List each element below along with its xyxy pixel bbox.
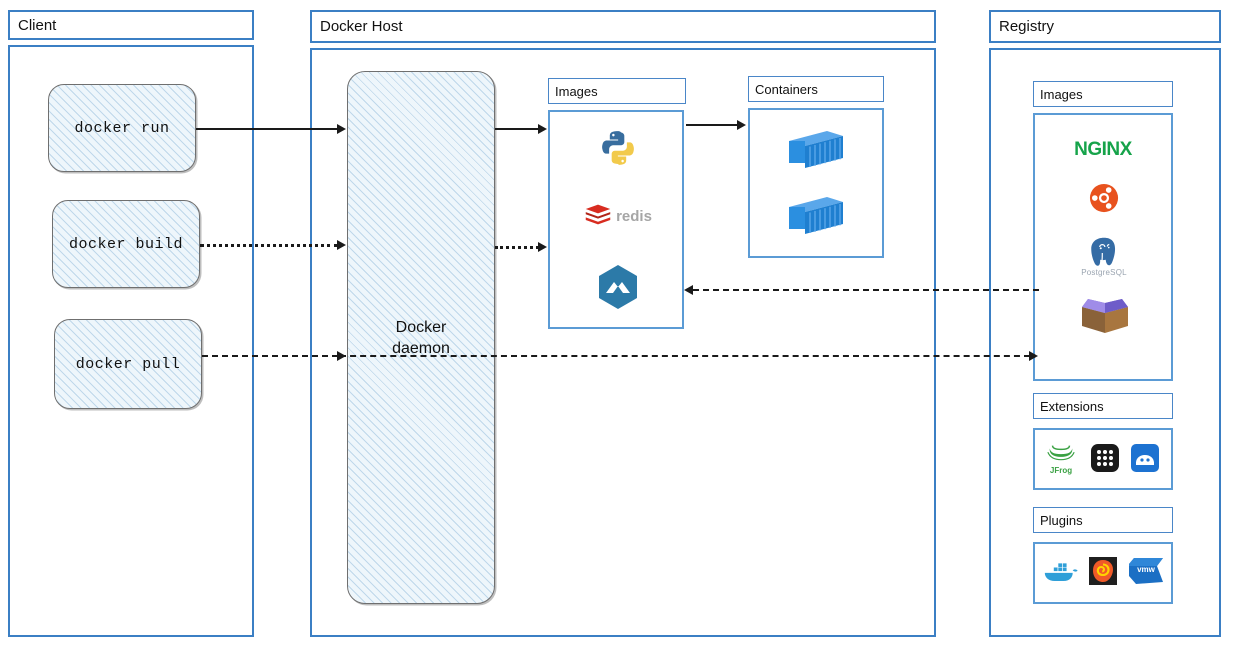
container-icon xyxy=(786,194,846,236)
jfrog-logo-icon: JFrog xyxy=(1044,440,1078,478)
docker-host-panel-title: Docker Host xyxy=(310,10,936,43)
arrowhead-images-to-containers xyxy=(737,120,746,130)
redis-wordmark: redis xyxy=(616,207,652,225)
connector-run-to-daemon xyxy=(196,128,338,130)
ubuntu-logo-icon xyxy=(1088,182,1120,214)
vmware-logo-icon: vmw xyxy=(1126,554,1166,588)
arrowhead-pull-to-registry xyxy=(1029,351,1038,361)
registry-title-label: Registry xyxy=(999,18,1055,35)
command-label: docker pull xyxy=(75,355,181,373)
postgresql-wordmark: PostgreSQL xyxy=(1081,267,1127,277)
nginx-wordmark: NGINX xyxy=(1074,139,1132,160)
package-box-icon xyxy=(1077,292,1133,338)
registry-plugins-title: Plugins xyxy=(1033,507,1173,533)
docker-daemon-label-line1: Docker xyxy=(395,318,447,336)
containers-title: Containers xyxy=(748,76,884,102)
docker-host-title-label: Docker Host xyxy=(320,18,403,35)
grafana-logo-icon xyxy=(1088,556,1118,586)
connector-registry-to-images xyxy=(693,289,1039,291)
client-title-label: Client xyxy=(18,16,57,34)
arrowhead-daemon-to-images-dotted xyxy=(538,242,547,252)
host-images-title: Images xyxy=(548,78,686,104)
client-panel-title: Client xyxy=(8,10,254,40)
host-images-title-label: Images xyxy=(555,83,598,99)
svg-text:vmw: vmw xyxy=(1137,565,1156,574)
command-label: docker run xyxy=(74,119,170,137)
arrowhead-daemon-to-images xyxy=(538,124,547,134)
registry-images-title: Images xyxy=(1033,81,1173,107)
command-label: docker build xyxy=(68,235,184,253)
registry-extensions-title-label: Extensions xyxy=(1040,398,1104,414)
container-icon xyxy=(786,128,846,170)
docker-daemon-box[interactable]: Docker daemon xyxy=(347,71,495,604)
python-logo-icon xyxy=(596,126,640,170)
portainer-logo-icon xyxy=(1130,443,1160,473)
arrowhead-run-to-daemon xyxy=(337,124,346,134)
connector-daemon-to-images-dotted xyxy=(495,246,539,249)
connector-daemon-to-images xyxy=(495,128,539,130)
containers-body xyxy=(748,108,884,258)
registry-plugins-title-label: Plugins xyxy=(1040,512,1083,528)
command-box-docker-build[interactable]: docker build xyxy=(52,200,200,288)
mesos-logo-icon xyxy=(596,264,640,310)
nginx-logo-icon: NGINX xyxy=(1062,136,1144,164)
arrowhead-registry-to-images xyxy=(684,285,693,295)
registry-panel-title: Registry xyxy=(989,10,1221,43)
command-box-docker-run[interactable]: docker run xyxy=(48,84,196,172)
docker-daemon-label: Docker daemon xyxy=(392,317,450,359)
docker-whale-logo-icon xyxy=(1042,556,1080,588)
appgrid-icon xyxy=(1090,443,1120,473)
command-box-docker-pull[interactable]: docker pull xyxy=(54,319,202,409)
postgresql-logo-icon: PostgreSQL xyxy=(1078,232,1130,280)
registry-extensions-title: Extensions xyxy=(1033,393,1173,419)
connector-images-to-containers xyxy=(686,124,738,126)
connector-build-to-daemon xyxy=(200,244,338,247)
arrowhead-build-to-daemon xyxy=(337,240,346,250)
jfrog-wordmark: JFrog xyxy=(1049,465,1073,475)
connector-pull-to-daemon xyxy=(202,355,338,357)
containers-title-label: Containers xyxy=(755,81,818,97)
redis-logo-icon: redis xyxy=(580,200,656,232)
docker-daemon-label-line2: daemon xyxy=(392,339,450,357)
connector-pull-to-registry xyxy=(340,355,1030,357)
registry-images-title-label: Images xyxy=(1040,86,1083,102)
